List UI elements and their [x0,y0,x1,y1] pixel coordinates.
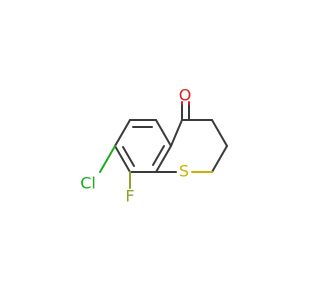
molecule-structure: O S F Cl [80,86,228,206]
fluorine-label: F [125,187,134,206]
bond-c8-c8a-inner [152,145,165,166]
bond-c6-cl [99,145,116,173]
bond-c6-c7 [114,145,131,173]
bond-c5-c6 [114,119,131,147]
bond-c8-c8a [155,145,172,173]
sulfur-label: S [179,162,189,181]
oxygen-label: O [179,86,192,105]
bond-c6-c7-inner [122,146,135,167]
bond-c3-c2 [211,119,228,147]
chlorine-label: Cl [80,174,96,193]
bond-c4a-c4 [170,119,183,147]
bond-c2-s1 [211,145,228,173]
bond-c8a-c4a [155,119,172,147]
molecule-canvas: O S F Cl [80,85,228,206]
